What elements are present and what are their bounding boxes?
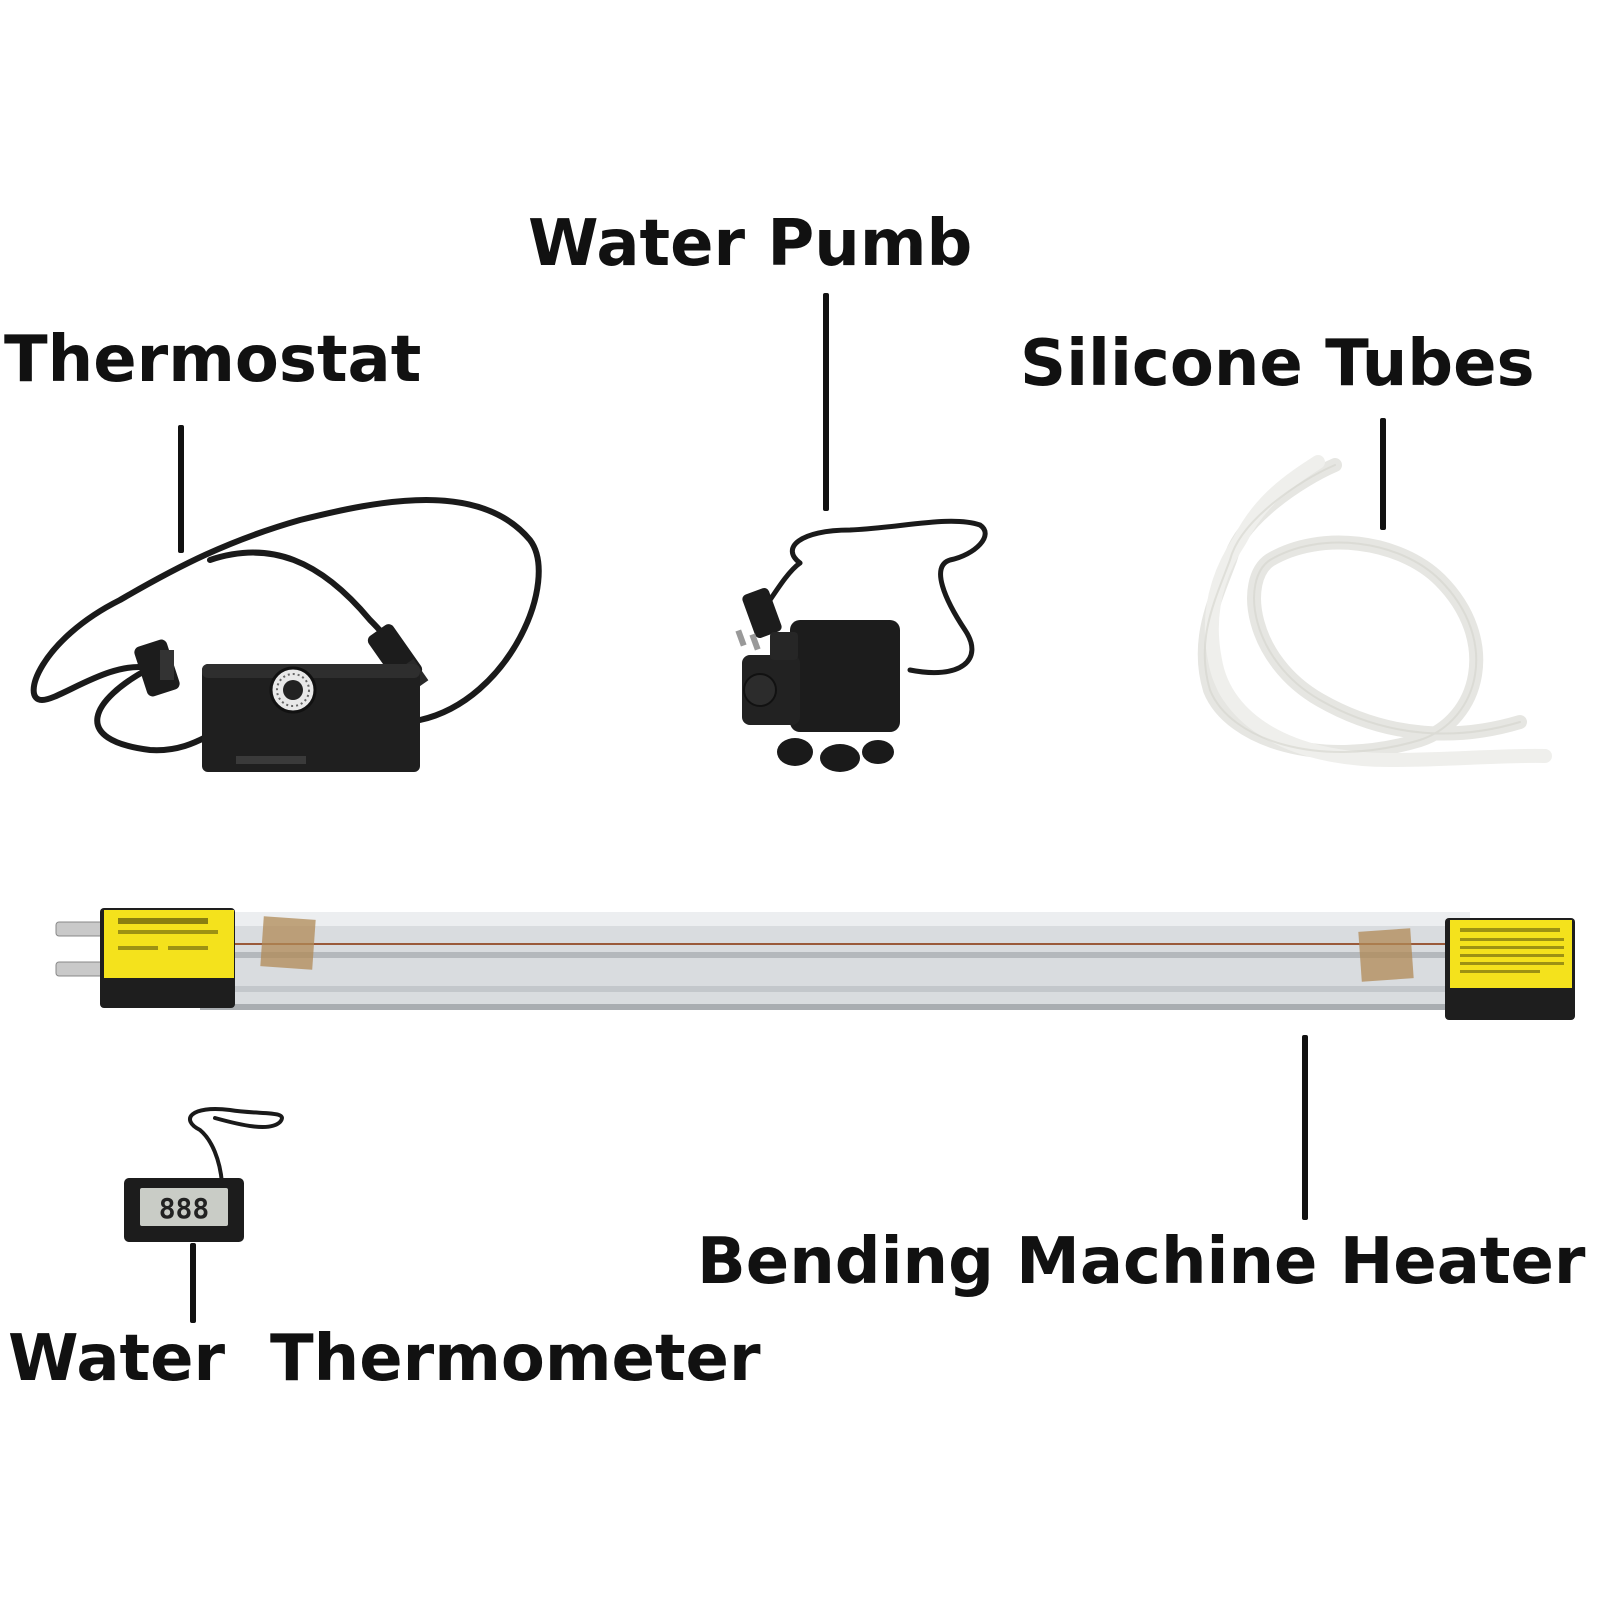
- water-pump-image: [735, 518, 988, 772]
- leader-line-bending-heater: [1302, 1035, 1308, 1220]
- svg-text:888: 888: [159, 1192, 210, 1225]
- water-thermometer-image: 888: [124, 1107, 284, 1242]
- leader-line-silicone-tubes: [1380, 418, 1386, 530]
- label-water: Water: [8, 1322, 226, 1396]
- label-bending-machine-heater: Bending Machine Heater: [697, 1225, 1586, 1299]
- silicone-tubes-image: [1197, 455, 1552, 768]
- leader-line-thermostat: [178, 425, 184, 553]
- label-silicone-tubes: Silicone Tubes: [1020, 327, 1535, 401]
- label-thermometer: Thermometer: [270, 1322, 761, 1396]
- bending-heater-image: [55, 908, 1575, 1020]
- label-water-pump: Water Pumb: [528, 207, 973, 281]
- leader-line-water-pump: [823, 293, 829, 511]
- leader-line-thermometer: [190, 1243, 196, 1323]
- thermostat-image: [30, 497, 542, 772]
- label-thermostat: Thermostat: [4, 323, 422, 397]
